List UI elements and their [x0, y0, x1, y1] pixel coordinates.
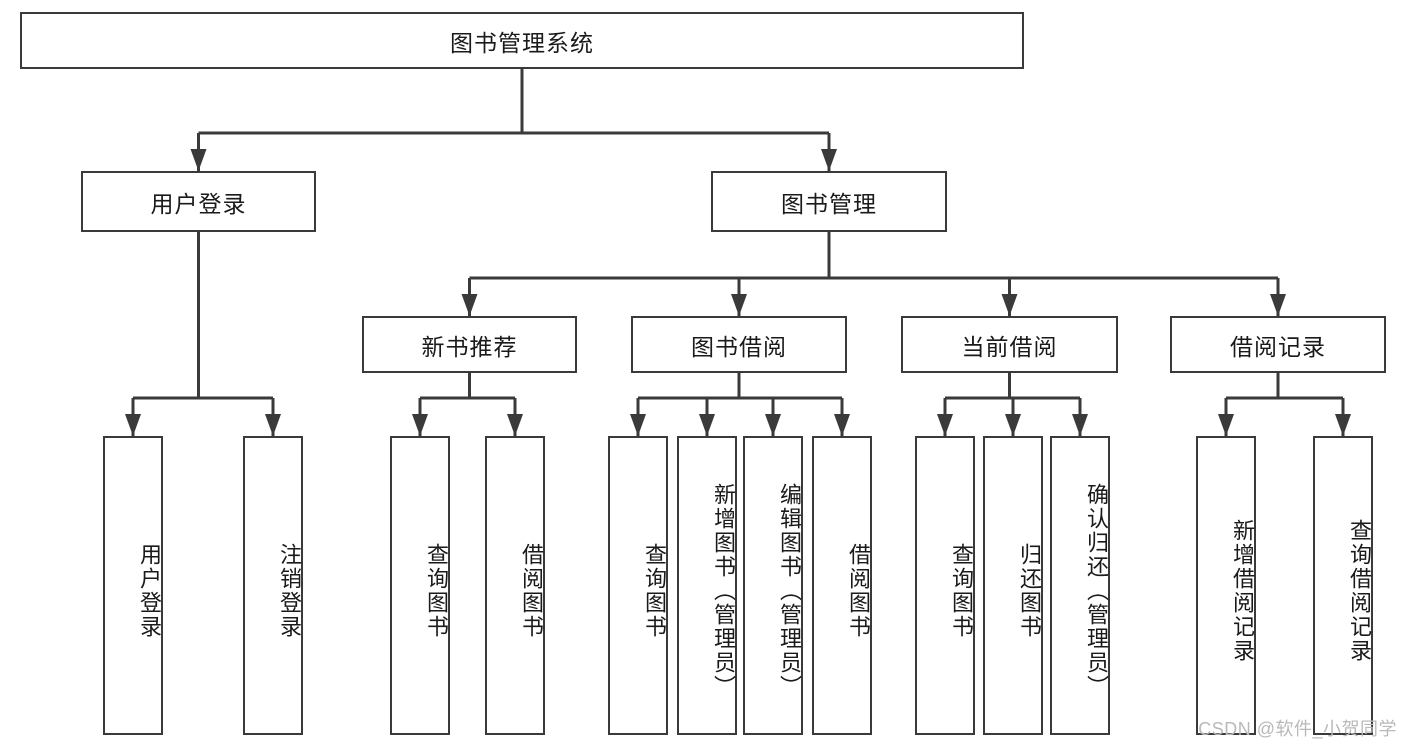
- arrowhead-icon: [265, 414, 281, 436]
- node-label: 图书管理: [781, 190, 877, 217]
- node-borrow-record[interactable]: 借阅记录: [1170, 316, 1386, 373]
- node-leaf-borrow-book-rec[interactable]: 借阅图书: [485, 436, 545, 735]
- node-label: 确认归还（管理员）: [1084, 482, 1109, 699]
- node-label: 当前借阅: [961, 333, 1058, 360]
- node-leaf-add-book-admin[interactable]: 新增图书（管理员）: [677, 436, 737, 735]
- arrowhead-icon: [731, 294, 747, 316]
- node-leaf-confirm-return-admin[interactable]: 确认归还（管理员）: [1050, 436, 1110, 735]
- arrowhead-icon: [834, 414, 850, 436]
- node-leaf-return-book[interactable]: 归还图书: [983, 436, 1043, 735]
- node-book-manage[interactable]: 图书管理: [711, 171, 947, 232]
- watermark-label: CSDN @软件_小贺同学: [1198, 719, 1397, 739]
- node-leaf-query-borrow-record[interactable]: 查询借阅记录: [1313, 436, 1373, 735]
- node-leaf-user-login[interactable]: 用户登录: [103, 436, 163, 735]
- node-book-borrow[interactable]: 图书借阅: [631, 316, 847, 373]
- arrowhead-icon: [125, 414, 141, 436]
- node-current-borrow[interactable]: 当前借阅: [901, 316, 1118, 373]
- node-label: 查询图书: [949, 542, 974, 639]
- arrowhead-icon: [821, 149, 837, 171]
- node-leaf-query-book-borrow[interactable]: 查询图书: [608, 436, 668, 735]
- node-user-login[interactable]: 用户登录: [81, 171, 316, 232]
- arrowhead-icon: [412, 414, 428, 436]
- arrowhead-icon: [699, 414, 715, 436]
- arrowhead-icon: [461, 294, 478, 316]
- node-root[interactable]: 图书管理系统: [20, 12, 1024, 69]
- arrowhead-icon: [765, 414, 781, 436]
- arrowhead-icon: [1001, 294, 1018, 316]
- arrowhead-icon: [190, 149, 207, 171]
- node-label: 借阅记录: [1230, 333, 1326, 360]
- node-label: 查询借阅记录: [1347, 518, 1372, 663]
- node-leaf-borrow-book[interactable]: 借阅图书: [812, 436, 872, 735]
- arrowhead-icon: [1072, 414, 1088, 436]
- node-label: 借阅图书: [519, 542, 544, 639]
- node-label: 用户登录: [137, 542, 162, 639]
- arrowhead-icon: [1218, 414, 1234, 436]
- node-leaf-query-book-rec[interactable]: 查询图书: [390, 436, 450, 735]
- arrowhead-icon: [507, 414, 523, 436]
- node-label: 新书推荐: [421, 333, 518, 360]
- node-leaf-logout-login[interactable]: 注销登录: [243, 436, 303, 735]
- node-label: 查询图书: [642, 542, 667, 639]
- node-leaf-query-book-current[interactable]: 查询图书: [915, 436, 975, 735]
- node-leaf-edit-book-admin[interactable]: 编辑图书（管理员）: [743, 436, 803, 735]
- node-label: 新增图书（管理员）: [711, 482, 736, 699]
- node-label: 新增借阅记录: [1230, 518, 1255, 663]
- node-label: 归还图书: [1017, 542, 1042, 639]
- arrowhead-icon: [937, 414, 953, 436]
- node-leaf-add-borrow-record[interactable]: 新增借阅记录: [1196, 436, 1256, 735]
- node-new-book-recommend[interactable]: 新书推荐: [362, 316, 577, 373]
- node-label: 借阅图书: [846, 542, 871, 639]
- arrowhead-icon: [1270, 294, 1286, 316]
- node-label: 用户登录: [150, 190, 247, 217]
- node-label: 图书借阅: [691, 333, 787, 360]
- node-label: 注销登录: [277, 542, 302, 639]
- arrowhead-icon: [1005, 414, 1021, 436]
- node-label: 查询图书: [424, 542, 449, 639]
- node-label: 图书管理系统: [450, 29, 594, 56]
- node-label: 编辑图书（管理员）: [777, 482, 802, 699]
- arrowhead-icon: [1335, 414, 1351, 436]
- arrowhead-icon: [630, 414, 646, 436]
